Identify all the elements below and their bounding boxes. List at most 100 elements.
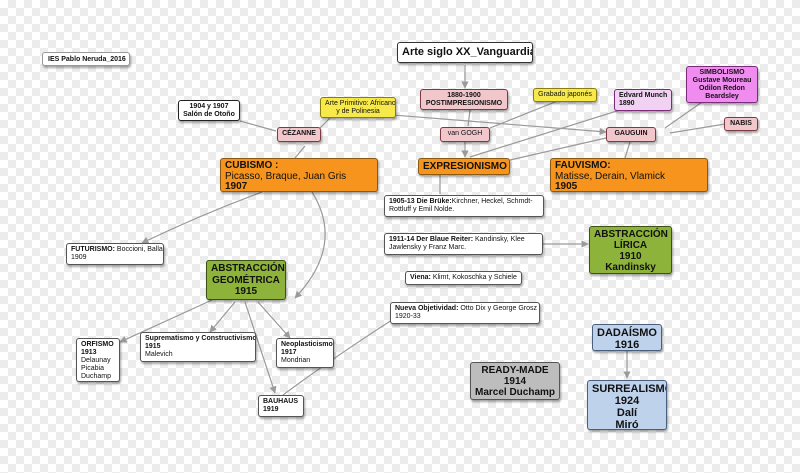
suprematismo-artist: Malevich xyxy=(145,351,173,359)
link-cubismo-abs-geometrica xyxy=(294,191,326,299)
cubismo-year: 1907 xyxy=(225,181,248,192)
node-die-bruke: 1905-13 Die Brüke:Kirchner, Heckel, Schm… xyxy=(384,195,544,217)
ready-made-title: READY-MADE xyxy=(481,365,549,376)
ies-label-text: IES Pablo Neruda_2016 xyxy=(48,56,126,63)
orfismo-artist-3: Duchamp xyxy=(81,373,111,381)
link-gauguin-fauvismo xyxy=(624,141,631,159)
futurismo-year: 1909 xyxy=(71,254,87,262)
postimpresionismo-years: 1880-1900 xyxy=(447,92,481,99)
node-ready-made: READY-MADE 1914 Marcel Duchamp xyxy=(470,362,560,400)
node-dadaismo: DADAÍSMO 1916 xyxy=(592,324,662,351)
node-viena: Viena: Klimt, Kokoschka y Schiele xyxy=(405,271,522,285)
gauguin-label: GAUGUIN xyxy=(614,130,648,137)
link-arte-primitivo-cezanne xyxy=(319,117,331,129)
node-nueva-objetividad: Nueva Objetividad: Otto Dix y George Gro… xyxy=(390,302,540,324)
abstraccion-lirica-line-1: ABSTRACCIÓN xyxy=(594,229,668,240)
blaue-reiter-prefix: 1911-14 Der Blaue Reiter: xyxy=(389,236,474,243)
orfismo-artist-2: Picabia xyxy=(81,365,104,373)
node-cubismo: CUBISMO : Picasso, Braque, Juan Gris 190… xyxy=(220,158,378,192)
dadaismo-year: 1916 xyxy=(614,339,640,351)
abstraccion-lirica-line-2: LÍRICA xyxy=(613,240,648,251)
node-edvard-munch: Edvard Munch 1890 xyxy=(614,89,672,111)
link-gauguin-expresionismo xyxy=(509,137,607,161)
nueva-objetividad-years: 1920-33 xyxy=(395,313,421,321)
surrealismo-artist-1: Dalí xyxy=(616,407,638,420)
arte-primitivo-line-2: y de Polinesia xyxy=(336,108,380,116)
simbolismo-title: SIMBOLISMO xyxy=(699,69,745,76)
surrealismo-title: SURREALISMO xyxy=(592,383,667,395)
node-suprematismo: Suprematismo y Constructivismo 1915 Male… xyxy=(140,332,256,362)
cubismo-artists: Picasso, Braque, Juan Gris xyxy=(225,170,347,182)
futurismo-text: Boccioni, Balla xyxy=(114,246,163,253)
node-surrealismo: SURREALISMO 1924 Dalí Miró xyxy=(587,380,667,430)
edvard-munch-name: Edvard Munch xyxy=(619,92,668,99)
node-expresionismo: EXPRESIONISMO xyxy=(418,158,510,175)
node-van-gogh: van GOGH xyxy=(440,127,490,142)
link-cezanne-cubismo xyxy=(294,145,306,159)
edvard-munch-year: 1890 xyxy=(619,100,635,108)
orfismo-artist-1: Delaunay xyxy=(81,357,111,365)
node-abstraccion-lirica: ABSTRACCIÓN LÍRICA 1910 Kandinsky xyxy=(589,226,672,274)
postimpresionismo-label: POSTIMPRESIONISMO xyxy=(425,100,503,108)
neoplasticismo-artist: Mondrian xyxy=(281,357,311,365)
fauvismo-title: FAUVISMO: xyxy=(555,160,611,171)
ready-made-year: 1914 xyxy=(503,376,527,387)
node-cezanne: CÉZANNE xyxy=(277,127,321,142)
node-futurismo: FUTURISMO: Boccioni, Balla 1909 xyxy=(66,243,164,265)
van-gogh-label: van GOGH xyxy=(447,130,483,137)
bauhaus-title: BAUHAUS xyxy=(263,398,298,405)
abstraccion-geometrica-line-2: GEOMÉTRICA xyxy=(212,274,280,286)
salon-otono-years: 1904 y 1907 xyxy=(189,103,229,110)
nueva-objetividad-text: Otto Dix y George Grosz xyxy=(458,305,537,312)
link-geometrica-neoplasticismo xyxy=(257,301,291,339)
ies-label: IES Pablo Neruda_2016 xyxy=(42,52,130,66)
node-blaue-reiter: 1911-14 Der Blaue Reiter: Kandinsky, Kle… xyxy=(384,233,543,255)
surrealismo-year: 1924 xyxy=(614,395,640,408)
node-gauguin: GAUGUIN xyxy=(606,127,656,142)
diagram-title-text: Arte siglo XX_Vanguardias xyxy=(402,46,533,58)
bruke-line-2: Rottluff y Emil Nolde. xyxy=(389,206,455,214)
viena-text: Klimt, Kokoschka y Schiele xyxy=(430,274,517,281)
dadaismo-title: DADAÍSMO xyxy=(597,327,657,339)
surrealismo-artist-2: Miró xyxy=(615,419,639,430)
cubismo-title: CUBISMO : xyxy=(225,160,279,171)
abstraccion-lirica-year: 1910 xyxy=(619,251,642,262)
abstraccion-geometrica-year: 1915 xyxy=(234,286,258,297)
nabis-label: NABIS xyxy=(730,120,752,127)
node-bauhaus: BAUHAUS 1919 xyxy=(258,395,304,417)
orfismo-title: ORFISMO xyxy=(81,341,114,348)
fauvismo-year: 1905 xyxy=(555,181,578,192)
salon-otono-label: Salón de Otoño xyxy=(183,111,235,119)
link-postimpresionismo-vangogh xyxy=(467,109,471,127)
node-postimpresionismo: 1880-1900 POSTIMPRESIONISMO xyxy=(420,89,508,110)
blaue-reiter-text: Kandinsky, Klee xyxy=(473,236,525,243)
simbolismo-artist-1: Gustave Moureau xyxy=(692,77,752,85)
blaue-reiter-line-2: Jawlensky y Franz Marc. xyxy=(389,244,467,252)
bauhaus-year: 1919 xyxy=(263,406,279,414)
link-salon-cezanne xyxy=(239,120,277,132)
node-nabis: NABIS xyxy=(724,117,758,131)
abstraccion-lirica-artist: Kandinsky xyxy=(605,262,656,273)
simbolismo-artist-3: Beardsley xyxy=(705,93,739,101)
fauvismo-artists: Matisse, Derain, Vlamick xyxy=(555,170,666,182)
nueva-objetividad-prefix: Nueva Objetividad: xyxy=(395,305,459,312)
link-munch-expresionismo xyxy=(469,109,621,158)
orfismo-year: 1913 xyxy=(81,349,97,357)
expresionismo-label: EXPRESIONISMO xyxy=(423,161,507,172)
simbolismo-artist-2: Odilon Redon xyxy=(699,85,745,93)
link-arte-primitivo-gauguin xyxy=(379,113,607,136)
node-arte-primitivo: Arte Primitivo: Africano y de Polinesia xyxy=(320,97,396,118)
bruke-text: Kirchner, Heckel, Schmdt- xyxy=(451,198,533,205)
bruke-prefix: 1905-13 Die Brüke: xyxy=(389,198,452,205)
arte-primitivo-line-1: Arte Primitivo: Africano xyxy=(325,100,396,107)
neoplasticismo-year: 1917 xyxy=(281,349,297,357)
futurismo-prefix: FUTURISMO: xyxy=(71,246,115,253)
suprematismo-year: 1915 xyxy=(145,343,161,351)
node-orfismo: ORFISMO 1913 Delaunay Picabia Duchamp xyxy=(76,338,120,382)
neoplasticismo-title: Neoplasticismo xyxy=(281,341,333,348)
node-abstraccion-geometrica: ABSTRACCIÓN GEOMÉTRICA 1915 xyxy=(206,260,286,300)
link-nabis-gauguin xyxy=(669,123,726,134)
node-neoplasticismo: Neoplasticismo 1917 Mondrian xyxy=(276,338,334,368)
node-fauvismo: FAUVISMO: Matisse, Derain, Vlamick 1905 xyxy=(550,158,708,192)
